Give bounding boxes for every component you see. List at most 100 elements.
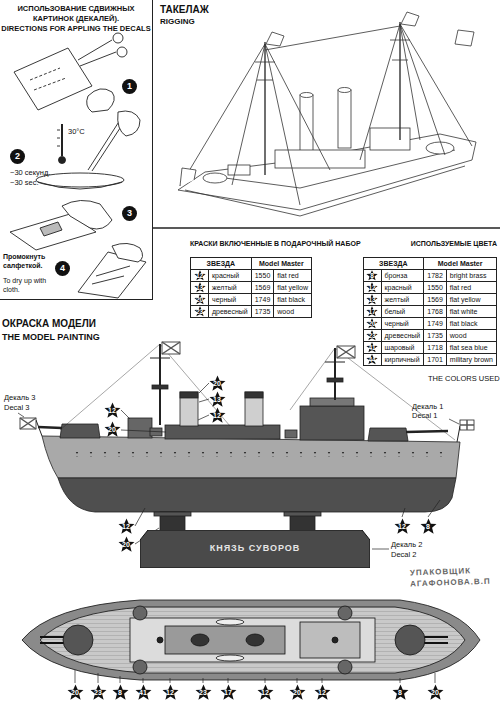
- side-view-ship: [154, 512, 191, 516]
- cell-text: flat black: [277, 296, 305, 303]
- callout-number: 20: [67, 684, 84, 701]
- callout-number: 8: [420, 518, 437, 535]
- decal-steps-sketch: [117, 47, 127, 57]
- table-grid: ЗВЕЗДАModel Master12красный1550flat red1…: [190, 257, 312, 318]
- star-badge: [366, 270, 377, 280]
- cell-text: 44: [368, 356, 375, 363]
- top-view-ship: [133, 606, 147, 620]
- table-cell: 1749: [252, 294, 274, 305]
- star-badge: [366, 330, 377, 340]
- top-view-ship: [338, 606, 352, 620]
- cell-text: 13: [196, 284, 203, 291]
- cell-text: желтый: [212, 284, 237, 291]
- callout-star: 12: [394, 518, 411, 535]
- table-cell: 1749: [424, 318, 446, 329]
- side-view-ship: [162, 342, 180, 354]
- cell-text: ЗВЕЗДА: [207, 260, 236, 267]
- caption-text: Декаль 3: [4, 393, 35, 402]
- cell-text: 20: [196, 296, 203, 303]
- table-cell: 23: [191, 306, 208, 317]
- cell-text: древесный: [212, 308, 248, 315]
- side-view-ship: [162, 342, 180, 354]
- top-view-ship: [216, 619, 244, 625]
- rigging-drawing: [338, 90, 351, 148]
- caption-text: Декаль 2: [391, 540, 422, 549]
- table-cell: flat black: [274, 294, 311, 305]
- caption-text: ТАКЕЛАЖ: [160, 4, 209, 15]
- cell-text: желтый: [385, 296, 410, 303]
- side-view-ship: [20, 418, 36, 429]
- cell-text: 1749: [255, 296, 271, 303]
- top-view-ship: [130, 618, 375, 662]
- side-view-ship: [284, 512, 321, 516]
- cell-text: wood: [450, 332, 467, 339]
- cell-text: 1782: [427, 272, 443, 279]
- table-cell: 12: [191, 270, 208, 281]
- cell-text: 12: [196, 272, 203, 279]
- callout-number: 23: [195, 684, 212, 701]
- callout-number: 20: [427, 684, 444, 701]
- top-view-ship: [191, 634, 209, 646]
- table-cell: 8: [364, 270, 381, 281]
- cell-text: Model Master: [438, 260, 483, 267]
- cell-text: 17: [368, 308, 375, 315]
- star-badge: [366, 294, 377, 304]
- cell-text: flat yellow: [277, 284, 308, 291]
- side-view-ship: [165, 425, 280, 439]
- star-badge: [194, 306, 205, 316]
- cell-text: flat red: [277, 272, 298, 279]
- rigging-drawing: [180, 30, 474, 186]
- step-circle: 2: [10, 149, 25, 164]
- table-cell: желтый: [382, 294, 424, 305]
- caption-text: ~30 секунд.: [10, 168, 50, 177]
- callout-number: 41: [135, 684, 152, 701]
- rigging-drawing: [370, 128, 410, 150]
- rigging-drawing: [203, 173, 227, 183]
- callout-number: 13: [209, 391, 226, 408]
- cell-text: красный: [212, 272, 239, 279]
- table-cell: Model Master: [252, 258, 311, 269]
- table-cell: 13: [364, 294, 381, 305]
- callout-star: 12: [257, 684, 274, 701]
- callout-number: 20: [289, 684, 306, 701]
- cell-text: 12: [368, 284, 375, 291]
- side-view-ship: [180, 392, 198, 398]
- star-badge: [194, 270, 205, 280]
- table-cell: 20: [364, 318, 381, 329]
- table-cell: 1569: [252, 282, 274, 293]
- decal-steps-sketch: [78, 40, 116, 66]
- table-cell: wood: [274, 306, 311, 317]
- table-cell: flat sea blue: [447, 342, 496, 353]
- table-cell: древесный: [382, 330, 424, 341]
- side-view-ship: [72, 452, 442, 457]
- top-view-ship: [40, 637, 448, 643]
- callout-star: 8: [392, 684, 409, 701]
- callout-number: 17: [220, 684, 237, 701]
- caption-text: Decal 2: [391, 550, 416, 559]
- table-cell: красный: [209, 270, 251, 281]
- step-number: 2: [10, 149, 25, 164]
- table-cell: 1768: [424, 306, 446, 317]
- step-circle: 3: [122, 206, 137, 221]
- table-cell: кирпичный: [382, 354, 424, 365]
- cell-text: 20: [368, 320, 375, 327]
- step-number: 1: [122, 79, 137, 94]
- table-cell: Model Master: [424, 258, 496, 269]
- leader-line: [75, 670, 435, 683]
- side-view-ship: [327, 378, 343, 382]
- side-view-ship: [38, 427, 62, 428]
- rigging-drawing: [180, 24, 472, 205]
- rigging-drawing: [426, 142, 454, 154]
- callout-star: 12: [314, 684, 331, 701]
- caption-text: THE MODEL PAINTING: [2, 332, 100, 342]
- stand-shape: [140, 530, 370, 568]
- cell-text: ЗВЕЗДА: [379, 260, 408, 267]
- side-view-ship: [337, 346, 355, 358]
- table-cell: желтый: [209, 282, 251, 293]
- table-cell: flat yellow: [447, 294, 496, 305]
- cell-text: древесный: [385, 332, 421, 339]
- top-view-ship: [165, 626, 285, 654]
- table-cell: красный: [382, 282, 424, 293]
- caption-text: ОКРАСКА МОДЕЛИ: [2, 318, 96, 329]
- side-view-ship: [300, 406, 364, 440]
